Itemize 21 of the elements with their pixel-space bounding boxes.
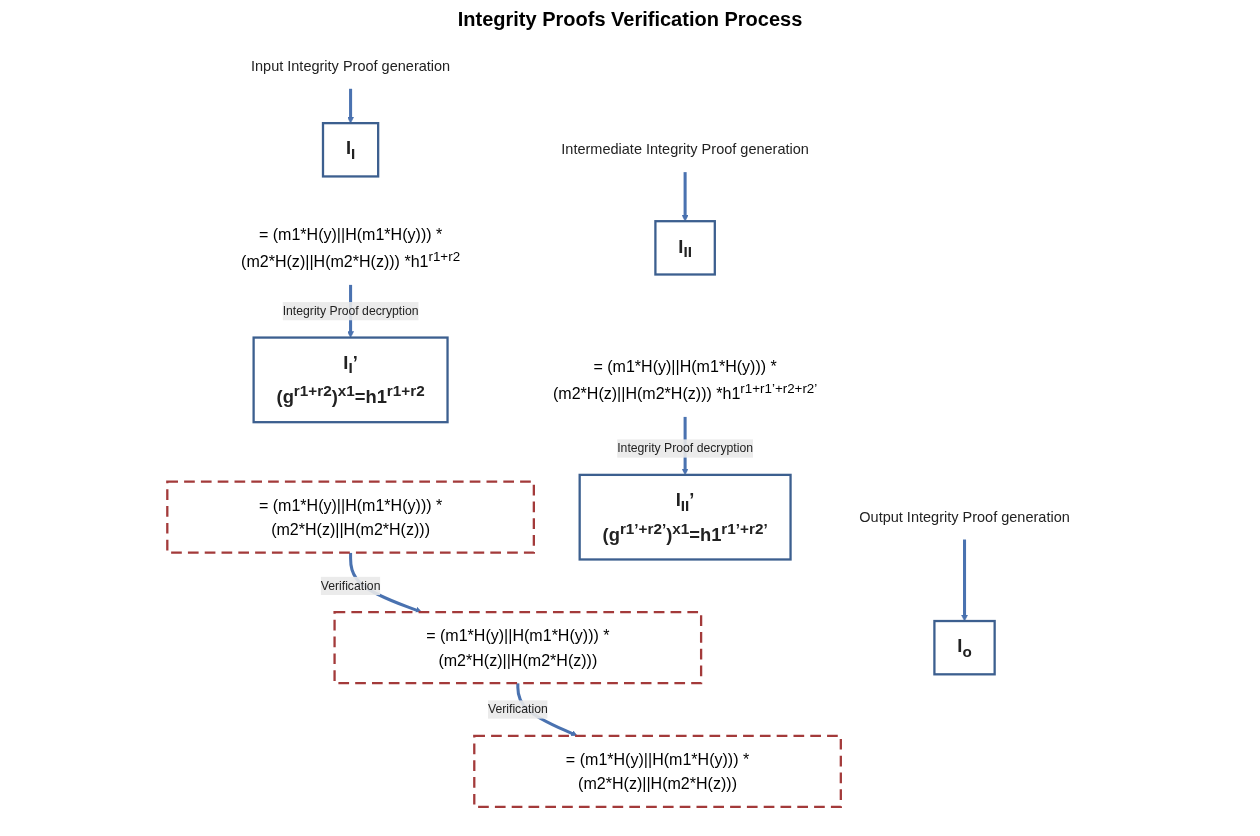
node-text: = (m1*H(y)||H(m1*H(y))) *(m2*H(z)||H(m2*H(z))) *h1$^{r1+r1’+r2+r2’}$ <box>552 356 818 402</box>
node-box: = (m1*H(y)||H(m1*H(y))) *(m2*H(z)||H(m2*H(z))) <box>473 734 842 808</box>
edge-label: Integrity Proof decryption <box>282 303 419 317</box>
node-box: I$_{o}$ <box>933 619 996 675</box>
node-box: I$_{II}$’ (g$^{r1’+r2’}$)$^{x1}$=h1$^{r1’+r2’}$ <box>578 473 792 561</box>
node-box: I$_{I}$’ (g$^{r1+r2}$)$^{x1}$=h1$^{r1+r2}$ <box>252 335 449 423</box>
node-text: Intermediate Integrity Proof generation <box>561 140 809 157</box>
arrow <box>681 171 689 221</box>
node-text: Input Integrity Proof generation <box>250 57 451 74</box>
arrow <box>961 539 968 621</box>
edge-label: Verification <box>487 702 548 716</box>
edge-label: Verification <box>320 578 381 592</box>
node-text: Output Integrity Proof generation <box>859 508 1070 525</box>
node-box: I$_{I}$ <box>321 121 380 178</box>
edge-label: Integrity Proof decryption <box>617 441 754 455</box>
node-box: = (m1*H(y)||H(m1*H(y))) *(m2*H(z)||H(m2*H(z))) <box>333 610 703 684</box>
node-box: I$_{II}$ <box>654 219 716 276</box>
node-text: = (m1*H(y)||H(m1*H(y))) *(m2*H(z)||H(m2*H(z))) *h1$^{r1+r2}$ <box>241 224 461 270</box>
diagram-title: Integrity Proofs Verification Process <box>456 8 804 31</box>
node-box: = (m1*H(y)||H(m1*H(y))) *(m2*H(z)||H(m2*H(z))) <box>166 480 535 554</box>
arrow <box>347 88 354 123</box>
